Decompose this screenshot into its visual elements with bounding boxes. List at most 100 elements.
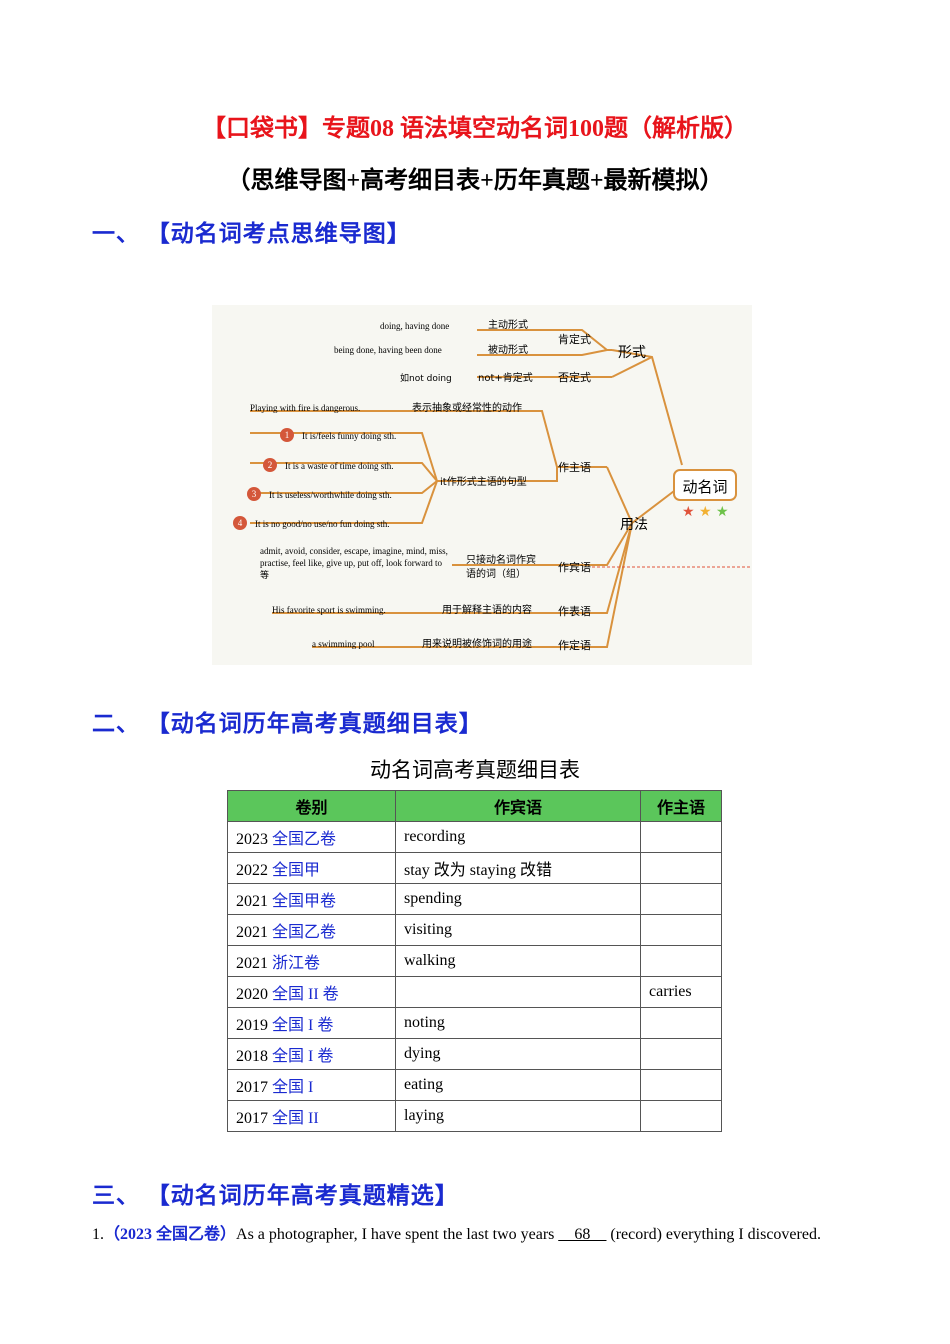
mindmap-root: 动名词	[682, 478, 727, 496]
cell-subject	[640, 883, 722, 915]
mindmap-it-item: It is no good/no use/no fun doing sth.	[255, 519, 390, 529]
cell-subject: carries	[640, 976, 722, 1008]
mindmap-form: 形式	[618, 345, 646, 361]
cell-paper: 2022 全国甲	[227, 852, 396, 884]
table-caption: 动名词高考真题细目表	[370, 758, 580, 782]
mindmap-it-item: It is/feels funny doing sth.	[302, 431, 396, 441]
mindmap-it-item: It is useless/worthwhile doing sth.	[269, 490, 392, 500]
cell-object: stay 改为 staying 改错	[395, 852, 641, 884]
question-text-before: As a photographer, I have spent the last…	[236, 1226, 559, 1243]
question-text-after: (record) everything I discovered.	[606, 1226, 821, 1243]
question-item: 1.（2023 全国乙卷）As a photographer, I have s…	[92, 1220, 821, 1244]
cell-paper: 2021 全国甲卷	[227, 883, 396, 915]
cell-object: walking	[395, 945, 641, 977]
cell-year: 2019	[236, 1017, 268, 1034]
cell-year: 2017	[236, 1079, 268, 1096]
section-heading-mindmap: 一、 【动名词考点思维导图】	[92, 221, 411, 246]
cell-paper: 2017 全国 II	[227, 1100, 396, 1132]
question-blank: __68__	[558, 1226, 607, 1243]
cell-paper: 2023 全国乙卷	[227, 821, 396, 853]
cell-subject	[640, 821, 722, 853]
mindmap-num: 1	[285, 430, 290, 440]
col-header-paper: 卷别	[227, 790, 396, 822]
mindmap-usage: 用法	[620, 517, 648, 533]
cell-object: visiting	[395, 914, 641, 946]
mindmap-it-item: It is a waste of time doing sth.	[285, 461, 393, 471]
cell-year: 2020	[236, 986, 268, 1003]
mindmap-abstract-label: 表示抽象或经常性的动作	[412, 401, 522, 414]
col-header-object: 作宾语	[395, 790, 641, 822]
cell-paper-name: 全国 II 卷	[272, 986, 339, 1003]
cell-paper-name: 全国 II	[272, 1110, 319, 1127]
mindmap-active-ex: doing, having done	[380, 321, 449, 331]
mindmap-num: 2	[268, 460, 273, 470]
cell-paper: 2020 全国 II 卷	[227, 976, 396, 1008]
mindmap-abstract-ex: Playing with fire is dangerous.	[250, 403, 360, 413]
mindmap-predicative: 作表语	[558, 604, 591, 618]
question-number: 1.	[92, 1226, 104, 1243]
star-icon: ★	[716, 504, 729, 520]
cell-object	[395, 976, 641, 1008]
cell-paper-name: 全国甲	[272, 862, 321, 879]
cell-paper-name: 全国乙卷	[272, 924, 337, 941]
cell-subject	[640, 1007, 722, 1039]
question-source: （2023 全国乙卷）	[104, 1226, 237, 1243]
star-icon: ★	[699, 504, 712, 520]
cell-paper-name: 浙江卷	[272, 955, 321, 972]
mindmap-negative: 否定式	[558, 370, 591, 384]
cell-year: 2021	[236, 893, 268, 910]
table-header-row: 卷别 作宾语 作主语	[227, 790, 722, 822]
mindmap-passive-label: 被动形式	[488, 343, 528, 356]
mindmap-pred-label: 用于解释主语的内容	[442, 603, 532, 616]
table-row: 2018 全国 I 卷 dying	[227, 1038, 722, 1070]
table-row: 2020 全国 II 卷 carries	[227, 976, 722, 1008]
page-subtitle: （思维导图+高考细目表+历年真题+最新模拟）	[226, 168, 724, 194]
section-heading-table: 二、 【动名词历年高考真题细目表】	[92, 711, 483, 736]
cell-subject	[640, 1069, 722, 1101]
mindmap-passive-ex: being done, having been done	[334, 345, 442, 355]
cell-year: 2023	[236, 831, 268, 848]
cell-year: 2021	[236, 955, 268, 972]
mindmap-pred-ex: His favorite sport is swimming.	[272, 605, 386, 615]
cell-object: recording	[395, 821, 641, 853]
cell-object: laying	[395, 1100, 641, 1132]
cell-paper: 2019 全国 I 卷	[227, 1007, 396, 1039]
cell-subject	[640, 945, 722, 977]
cell-paper: 2021 浙江卷	[227, 945, 396, 977]
mindmap-attr-label: 用来说明被修饰词的用途	[422, 637, 532, 650]
cell-object: dying	[395, 1038, 641, 1070]
cell-paper: 2017 全国 I	[227, 1069, 396, 1101]
mindmap-neg-label: not+肯定式	[478, 371, 533, 384]
cell-paper-name: 全国甲卷	[272, 893, 337, 910]
cell-paper-name: 全国 I 卷	[272, 1017, 334, 1034]
mindmap-verbs-label1: 只接动名词作宾	[466, 553, 536, 566]
mindmap-neg-ex: 如not doing	[400, 372, 452, 384]
table-row: 2021 全国乙卷 visiting	[227, 914, 722, 946]
cell-paper-name: 全国 I	[272, 1079, 314, 1096]
mindmap-num: 4	[238, 518, 243, 528]
cell-year: 2022	[236, 862, 268, 879]
mindmap-subject: 作主语	[558, 461, 591, 474]
cell-subject	[640, 914, 722, 946]
col-header-subject: 作主语	[640, 790, 722, 822]
mindmap-object: 作宾语	[558, 560, 591, 574]
mindmap-active-label: 主动形式	[488, 318, 528, 331]
cell-paper-name: 全国乙卷	[272, 831, 337, 848]
page-title: 【口袋书】专题08 语法填空动名词100题（解析版）	[202, 116, 748, 142]
mindmap-image: 动名词 ★ ★ ★ 形式 用法 肯定式 否定式 主动形式 doing, havi…	[212, 305, 752, 665]
mindmap-verbs-ex: admit, avoid, consider, escape, imagine,…	[260, 546, 448, 580]
cell-year: 2018	[236, 1048, 268, 1065]
cell-subject	[640, 1038, 722, 1070]
cell-year: 2017	[236, 1110, 268, 1127]
mindmap-attributive: 作定语	[558, 638, 591, 652]
cell-paper-name: 全国 I 卷	[272, 1048, 334, 1065]
cell-subject	[640, 1100, 722, 1132]
cell-object: eating	[395, 1069, 641, 1101]
cell-year: 2021	[236, 924, 268, 941]
